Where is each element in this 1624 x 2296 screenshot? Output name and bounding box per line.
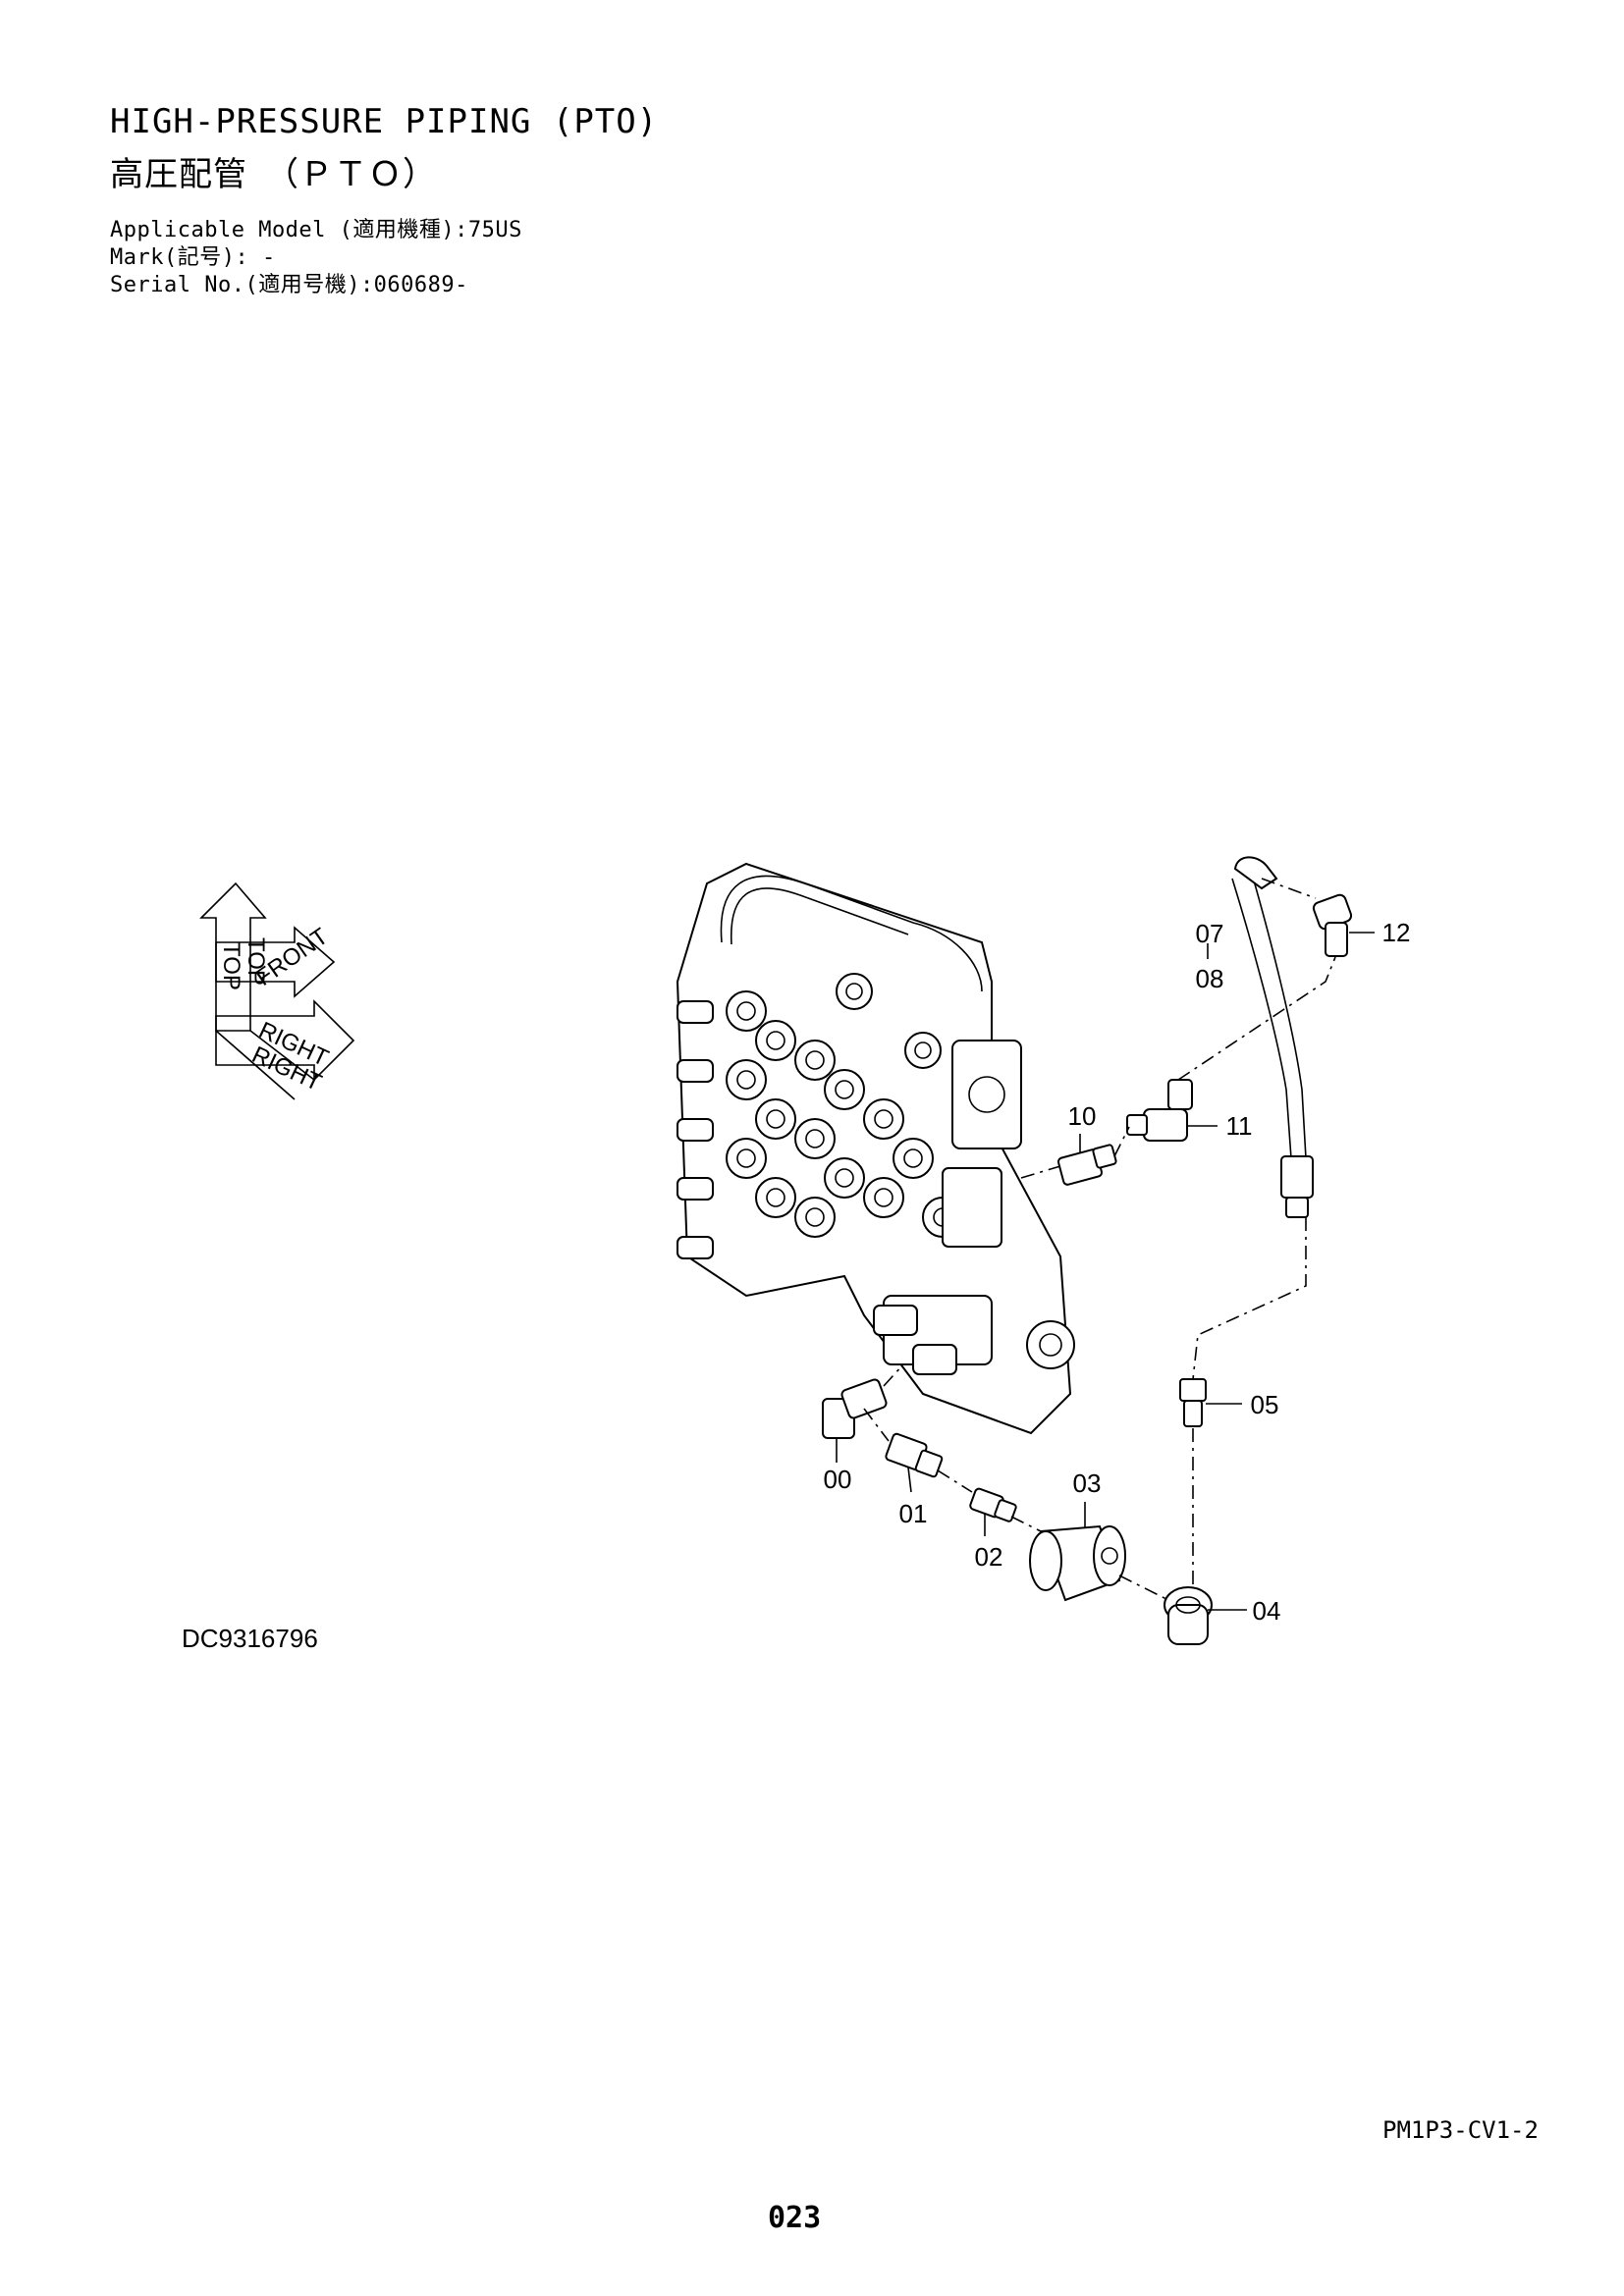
part-00-elbow	[822, 1378, 888, 1439]
title-english: HIGH-PRESSURE PIPING (PTO)	[110, 102, 659, 141]
hose-07-08	[1231, 856, 1314, 1218]
connection-lines	[863, 878, 1336, 1601]
serial-number: Serial No.(適用号機):060689-	[110, 273, 468, 297]
callout-05: 05	[1251, 1390, 1279, 1419]
control-valve-assembly	[676, 862, 1075, 1435]
callout-03: 03	[1073, 1468, 1102, 1498]
mark-line: Mark(記号): -	[110, 245, 276, 270]
part-03-swivel	[1029, 1524, 1126, 1602]
callout-12: 12	[1382, 918, 1411, 947]
part-04-elbow	[1164, 1586, 1213, 1645]
part-02-nipple	[969, 1487, 1017, 1522]
part-11-elbow	[1126, 1079, 1193, 1142]
part-01-adapter	[885, 1432, 944, 1478]
callout-10: 10	[1068, 1101, 1097, 1131]
orientation-label-top: TOP	[218, 942, 244, 990]
callout-04: 04	[1253, 1596, 1281, 1626]
orientation-icon: TOP TOP FRONT RIGHT RIGHT	[199, 881, 355, 1100]
part-05-fitting	[1179, 1378, 1207, 1427]
valve-port-grid	[726, 973, 963, 1238]
drawing-id: DC9316796	[182, 1624, 318, 1653]
part-10-adapter	[1056, 1144, 1117, 1186]
part-12-elbow	[1312, 893, 1353, 957]
page-number: 023	[768, 2201, 822, 2235]
callout-00: 00	[824, 1465, 852, 1494]
callout-07: 07	[1196, 919, 1224, 948]
leader-lines	[836, 932, 1375, 1611]
callout-02: 02	[975, 1542, 1003, 1572]
callout-08: 08	[1196, 964, 1224, 993]
title-japanese: 高圧配管 （ＰＴＯ）	[110, 155, 437, 194]
callout-11: 11	[1226, 1111, 1253, 1141]
valve-right-section	[873, 1040, 1075, 1375]
page-code: PM1P3-CV1-2	[1382, 2116, 1539, 2144]
orientation-label-top-2: TOP	[243, 937, 269, 986]
callout-01: 01	[899, 1499, 928, 1528]
applicable-model: Applicable Model (適用機種):75US	[110, 218, 522, 242]
valve-side-fittings	[677, 1000, 714, 1259]
